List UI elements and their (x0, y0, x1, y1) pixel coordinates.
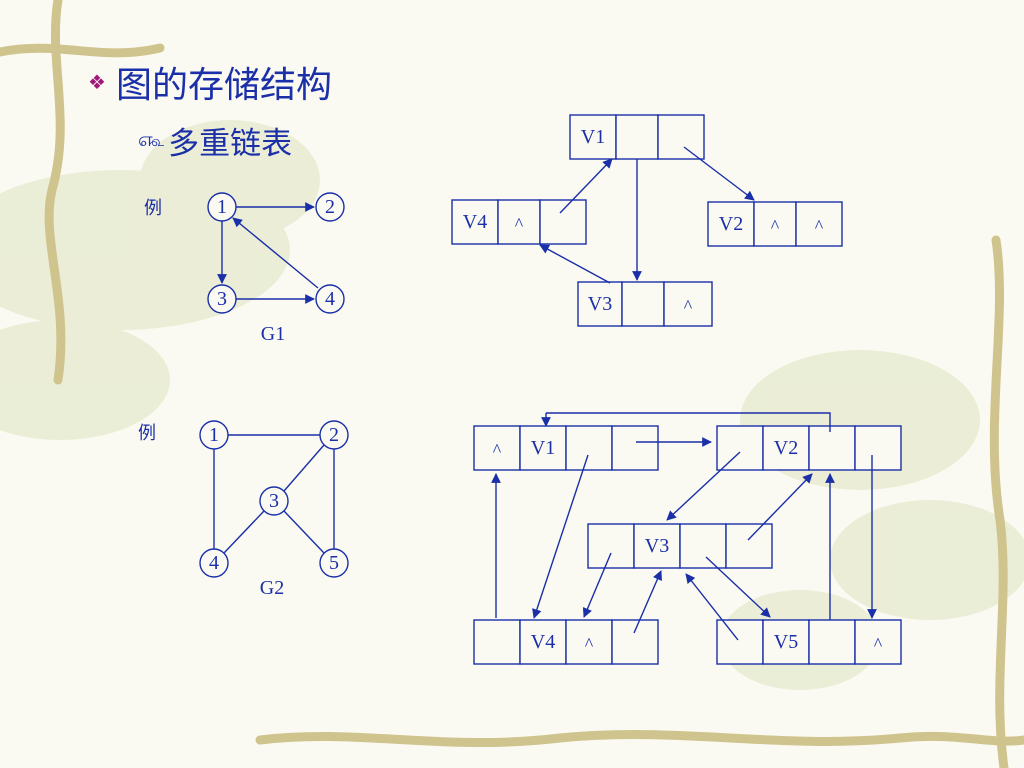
g2-v2-node-vertex-label: V2 (774, 437, 798, 459)
g2-node-2 (319, 420, 349, 450)
g2-v1-node-cell-2 (565, 425, 613, 471)
g1-edge-4-1 (232, 217, 319, 289)
g2-edge-3-5 (283, 510, 325, 554)
g2-v3-node-vertex-label: V3 (645, 535, 669, 557)
g2-node-1-label: 1 (209, 424, 219, 446)
vine-top (0, 43, 165, 58)
g1-node-3 (207, 284, 237, 314)
g2-node-2-label: 2 (329, 424, 339, 446)
g2-v5-node-cell-3 (854, 619, 902, 665)
g2-node-1 (199, 420, 229, 450)
g2-v4-node-cell-3 (611, 619, 659, 665)
g2-v2-node-cell-0 (716, 425, 764, 471)
g1-v4-node-cell-1 (497, 199, 541, 245)
g2-v5-node-cell-1 (762, 619, 810, 665)
g1-v3-node-cell-2 (663, 281, 713, 327)
g1-node-1 (207, 192, 237, 222)
g1-v2-node-cell-1 (753, 201, 797, 247)
g2-node-3 (259, 486, 289, 516)
g1-link-v3-v4 (539, 244, 611, 284)
g2-v5-node-cell-2 (808, 619, 856, 665)
g2-node-4 (199, 548, 229, 578)
g2-v3-node-cell-0 (587, 523, 635, 569)
g2-edge-2-3 (283, 444, 325, 492)
g2-v1-node-null-mark: ^ (493, 440, 502, 460)
g1-v2-node-vertex-label: V2 (719, 213, 743, 235)
g1-v1-node-vertex-label: V1 (581, 126, 605, 148)
g2-v4-node-vertex-label: V4 (531, 631, 555, 653)
g2-v5-node-vertex-label: V5 (774, 631, 798, 653)
g2-node-4-label: 4 (209, 552, 219, 574)
g2-v3-node-cell-3 (725, 523, 773, 569)
g1-example-label: 例 (144, 198, 162, 218)
g1-node-1-label: 1 (217, 196, 227, 218)
g1-v3-node-cell-0 (577, 281, 623, 327)
vine-top-left (44, 0, 66, 385)
g2-v1-node-vertex-label: V1 (531, 437, 555, 459)
g2-node-3-label: 3 (269, 490, 279, 512)
g1-v4-node-vertex-label: V4 (463, 211, 487, 233)
g2-example-label: 例 (138, 423, 156, 443)
g2-edge-3-4 (223, 510, 265, 554)
g1-link-v4-v1 (559, 158, 613, 214)
g2-v5-node-null-mark: ^ (874, 634, 883, 654)
g2-v2-node-cell-2 (808, 425, 856, 471)
g1-v3-node-cell-1 (621, 281, 665, 327)
g1-v4-node-null-mark: ^ (515, 214, 524, 234)
g1-v1-node-cell-1 (615, 114, 659, 160)
g2-v1-node-cell-3 (611, 425, 659, 471)
g2-node-5-label: 5 (329, 552, 339, 574)
diamond-bullet-icon: ❖ (88, 70, 106, 94)
g1-node-2 (315, 192, 345, 222)
g1-node-4-label: 4 (325, 288, 335, 310)
slide-subtitle: 多重链表 (168, 126, 293, 162)
g2-link-v1-v4 (532, 454, 589, 619)
swirl-bullet-icon: ௷ (138, 127, 165, 151)
vine-right (989, 235, 1009, 768)
g1-node-4 (315, 284, 345, 314)
g1-v2-node-null-mark: ^ (815, 216, 824, 236)
g2-v4-node-cell-1 (519, 619, 567, 665)
g1-link-v1-v2 (683, 146, 755, 201)
g2-link-loop-top (546, 412, 831, 432)
g2-v1-node-cell-0 (473, 425, 521, 471)
g2-v4-node-cell-0 (473, 619, 521, 665)
g1-v3-node-null-mark: ^ (684, 296, 693, 316)
g2-node-5 (319, 548, 349, 578)
g2-v2-node-cell-1 (762, 425, 810, 471)
g1-v1-node-cell-0 (569, 114, 617, 160)
g1-node-3-label: 3 (217, 288, 227, 310)
slide-title: 图的存储结构 (115, 65, 332, 106)
g2-v5-node-cell-0 (716, 619, 764, 665)
g2-caption: G2 (260, 577, 284, 599)
g2-v2-node-cell-3 (854, 425, 902, 471)
subtitle-row: ௷ 多重链表 (138, 118, 292, 163)
g2-link-v3-v2 (747, 473, 813, 541)
g1-v1-node-cell-2 (657, 114, 705, 160)
g1-v4-node-cell-2 (539, 199, 587, 245)
g2-link-v4-v3 (633, 570, 662, 634)
title-row: ❖ 图的存储结构 (88, 56, 332, 108)
g2-link-v3-v5 (705, 556, 771, 618)
g1-v3-node-vertex-label: V3 (588, 293, 612, 315)
g2-v4-node-null-mark: ^ (585, 634, 594, 654)
g2-link-v5-v3 (685, 573, 739, 641)
g2-link-v3-v4 (582, 552, 612, 618)
g2-link-v2-v3 (666, 451, 741, 521)
vine-bottom (255, 730, 1024, 748)
g1-node-2-label: 2 (325, 196, 335, 218)
g1-v2-node-null-mark: ^ (771, 216, 780, 236)
g1-v2-node-cell-2 (795, 201, 843, 247)
g2-v3-node-cell-2 (679, 523, 727, 569)
g1-caption: G1 (261, 323, 285, 345)
g2-v1-node-cell-1 (519, 425, 567, 471)
